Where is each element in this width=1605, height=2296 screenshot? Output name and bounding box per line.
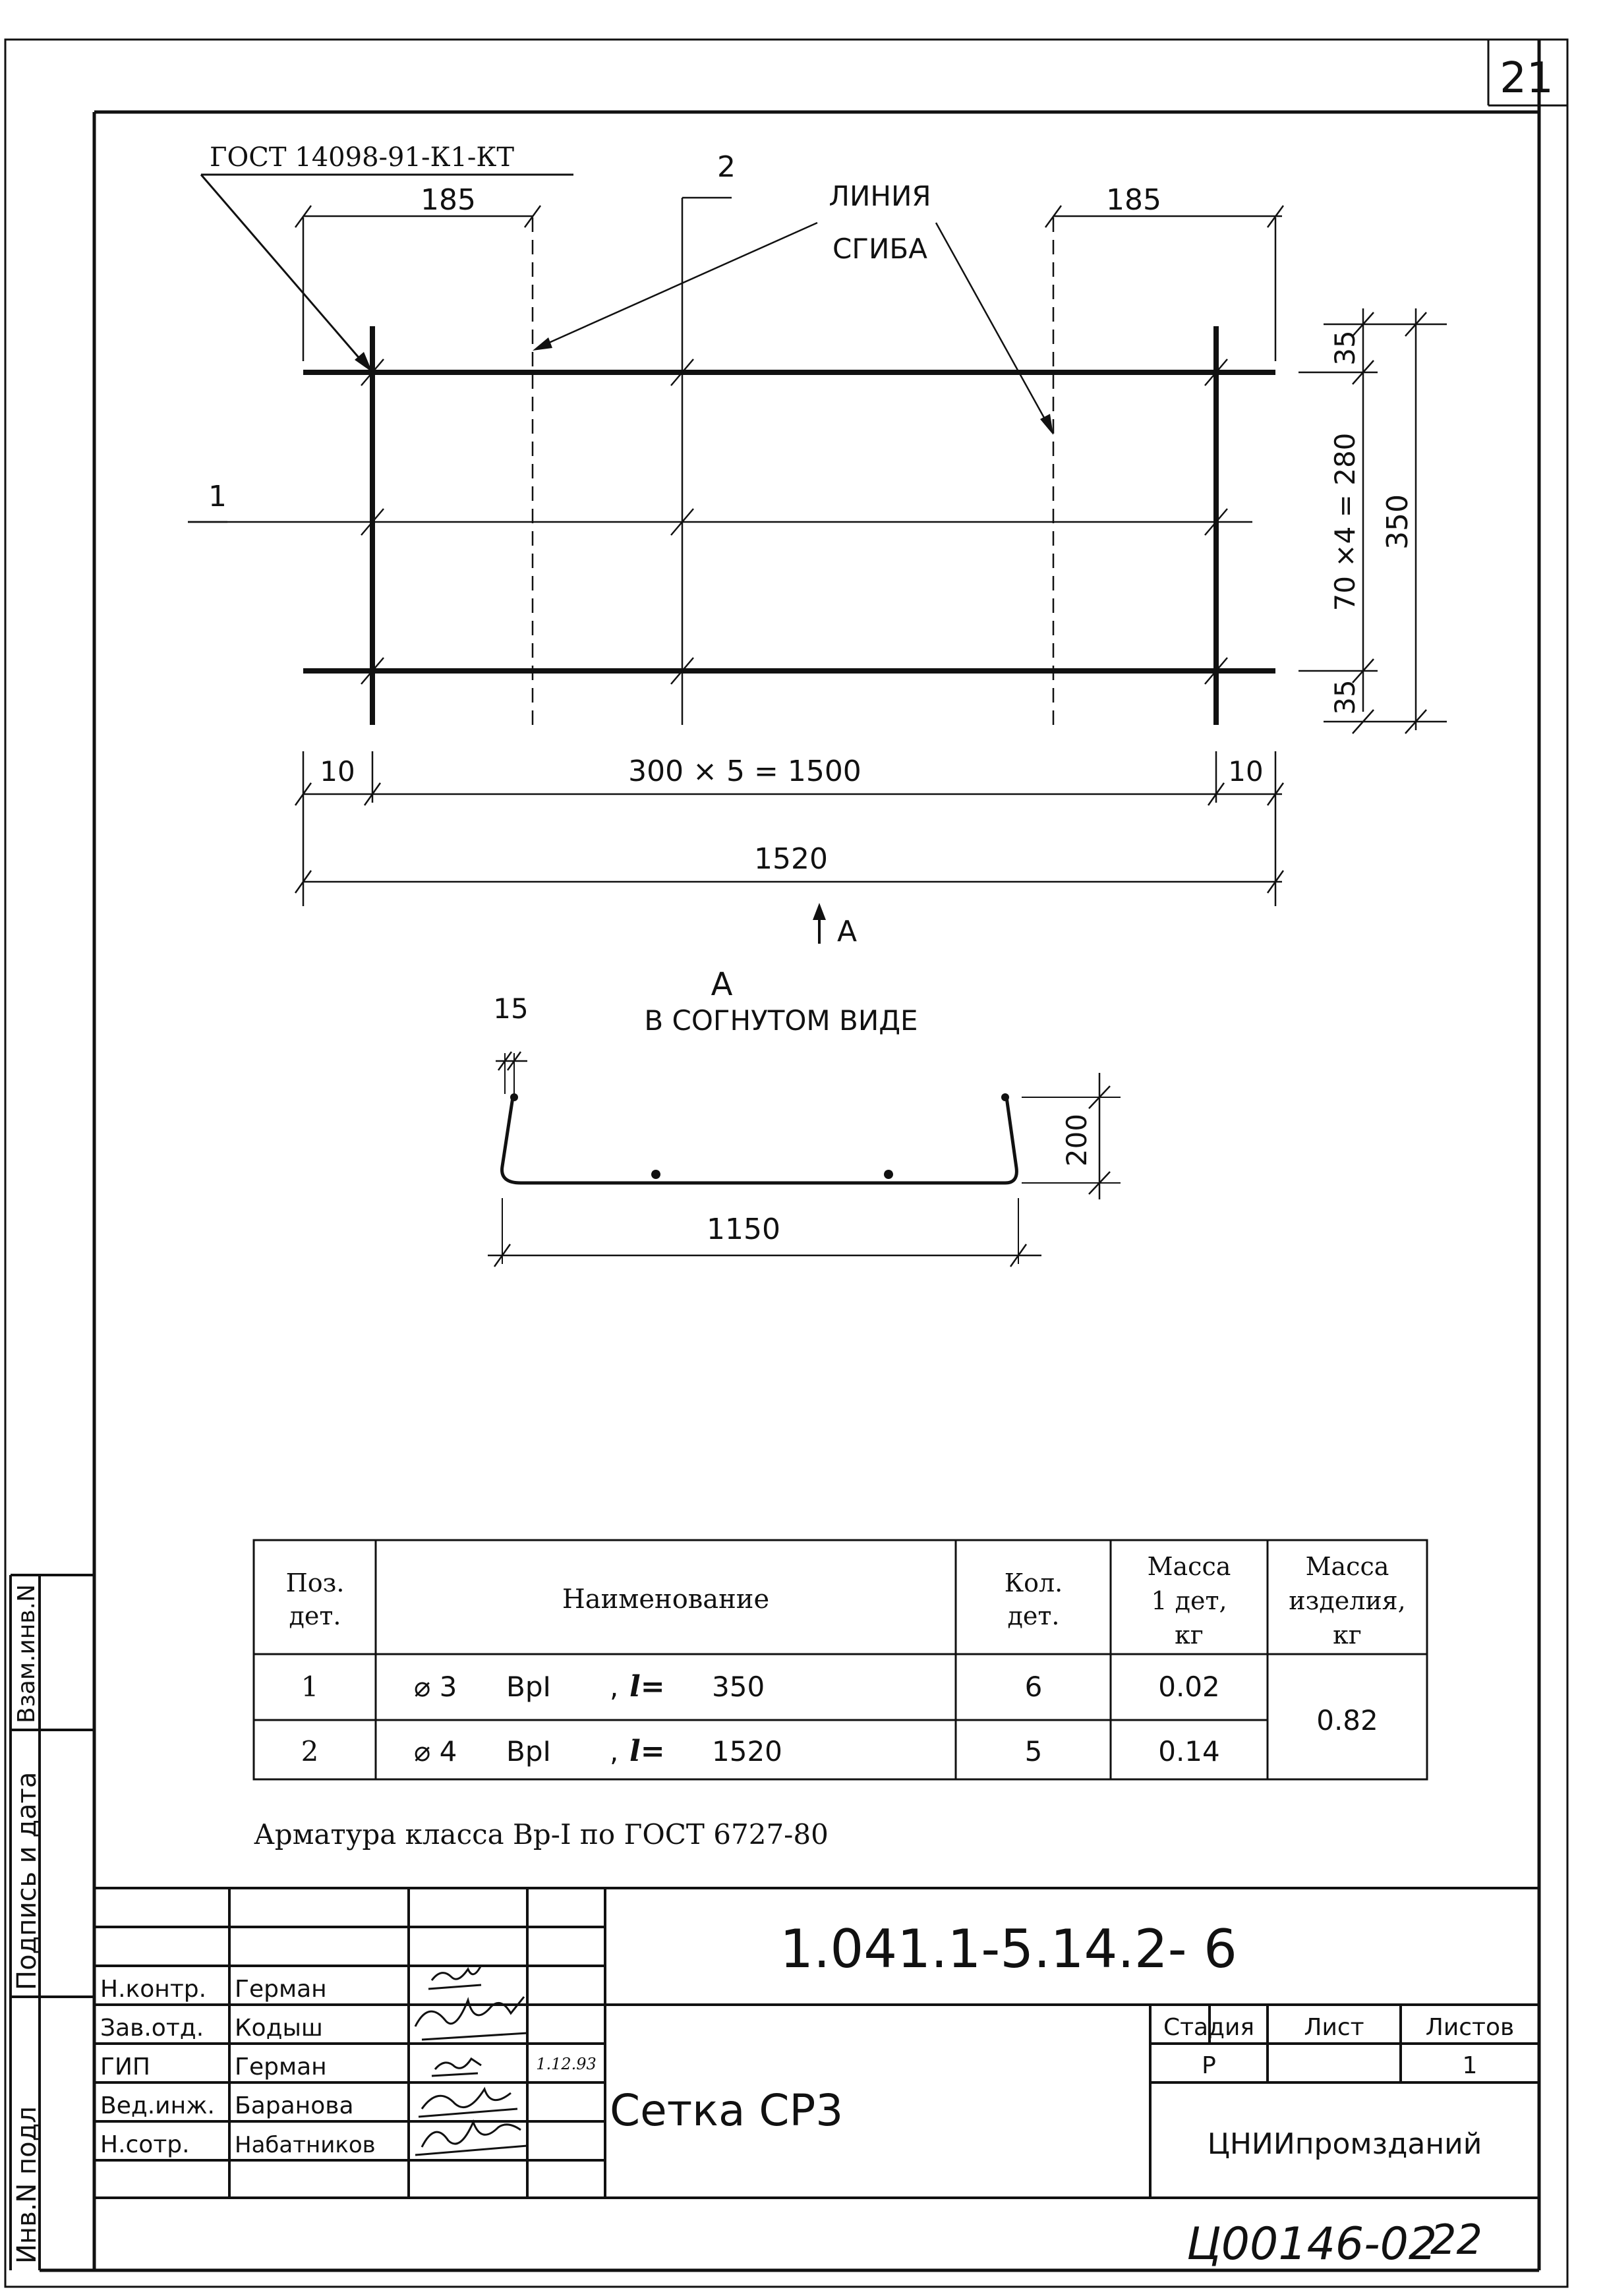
total-mass: 0.82 xyxy=(1316,1704,1378,1736)
signature-rows: Н.контр. Герман Зав.отд. Кодыш ГИП Герма… xyxy=(100,1976,597,2158)
bend-line-label-1: ЛИНИЯ xyxy=(829,180,931,212)
view-title: В СОГНУТОМ ВИДЕ xyxy=(644,1004,918,1037)
bend-line-label-2: СГИБА xyxy=(832,233,927,265)
table-row: 2 ⌀ 4 ВрI , l= 1520 5 0.14 xyxy=(301,1735,1220,1768)
handwritten-signatures xyxy=(414,1965,528,2156)
row1-dia: ⌀ 3 xyxy=(414,1671,457,1703)
row2-dia: ⌀ 4 xyxy=(414,1735,457,1767)
dim-185-left: 185 xyxy=(421,183,476,217)
row1-len: 350 xyxy=(712,1671,765,1703)
archive-number: Ц00146-02 xyxy=(1186,2218,1437,2270)
header-mass-one-line3: кг xyxy=(1175,1621,1204,1650)
archive-page: 22 xyxy=(1430,2216,1482,2264)
dim-15: 15 xyxy=(493,992,528,1025)
sheet-frame xyxy=(4,38,1569,2288)
side-stamp-podpis-data: Подпись и дата xyxy=(12,1772,42,1990)
dim-1150: 1150 xyxy=(707,1213,780,1246)
row1-len-label: l= xyxy=(629,1670,665,1704)
role-gip: ГИП xyxy=(100,2053,150,2081)
header-mass-total-line2: изделия, xyxy=(1289,1586,1405,1615)
side-stamp-vzam-inv: Взам.инв.N xyxy=(13,1584,40,1723)
header-mass-one-line1: Масса xyxy=(1148,1552,1231,1581)
mesh-plan-view xyxy=(188,173,1447,944)
product-name: Сетка СР3 xyxy=(610,2085,843,2136)
header-qty-line1: Кол. xyxy=(1005,1568,1063,1597)
dim-185-right: 185 xyxy=(1106,183,1161,217)
spec-table-header: Поз. дет. Наименование Кол. дет. Масса 1… xyxy=(286,1552,1406,1650)
side-stamp xyxy=(9,1574,94,2270)
rebar-note: Арматура класса Вр-I по ГОСТ 6727-80 xyxy=(254,1818,829,1851)
sheets-label: Листов xyxy=(1426,2014,1514,2041)
row2-class: ВрI xyxy=(506,1735,551,1767)
sheet-number: 21 xyxy=(1500,54,1553,103)
view-title-letter: А xyxy=(711,966,733,1003)
table-row: 1 ⌀ 3 ВрI , l= 350 6 0.02 xyxy=(301,1670,1220,1704)
row2-pos: 2 xyxy=(301,1735,319,1767)
name-n-sotr: Набатников xyxy=(235,2132,376,2158)
name-zav-otd: Кодыш xyxy=(235,2015,323,2042)
row1-class: ВрI xyxy=(506,1671,551,1703)
role-ved-inzh: Вед.инж. xyxy=(100,2092,215,2119)
sign-date: 1.12.93 xyxy=(536,2055,597,2073)
dim-70x4: 70 ×4 = 280 xyxy=(1329,433,1361,612)
position-1-label: 1 xyxy=(208,480,227,513)
stage-value: Р xyxy=(1202,2052,1216,2079)
sheets-value: 1 xyxy=(1463,2052,1478,2079)
row2-sep: , xyxy=(610,1735,618,1767)
dim-35-bottom: 35 xyxy=(1329,679,1361,714)
bent-view-a xyxy=(488,1051,1121,1267)
role-n-kontr: Н.контр. xyxy=(100,1976,206,2003)
position-2-label: 2 xyxy=(717,150,736,184)
role-n-sotr: Н.сотр. xyxy=(100,2131,190,2158)
role-zav-otd: Зав.отд. xyxy=(100,2015,204,2042)
row1-qty: 6 xyxy=(1025,1671,1043,1703)
name-ved-inzh: Баранова xyxy=(235,2092,354,2119)
header-mass-one-line2: 1 дет, xyxy=(1151,1586,1227,1615)
row2-mass: 0.14 xyxy=(1158,1735,1220,1767)
dim-1520: 1520 xyxy=(754,842,828,876)
sheet-label: Лист xyxy=(1304,2014,1364,2041)
header-pos-line1: Поз. xyxy=(286,1568,345,1597)
side-stamp-inv-podl: Инв.N подл xyxy=(12,2106,42,2264)
dim-300x5: 300 × 5 = 1500 xyxy=(628,755,861,788)
doc-code: 1.041.1-5.14.2- 6 xyxy=(780,1918,1237,1980)
dim-10-left: 10 xyxy=(320,755,355,788)
dim-35-top: 35 xyxy=(1329,330,1361,365)
title-block-grid xyxy=(94,1887,1539,2199)
header-pos-line2: дет. xyxy=(289,1601,341,1630)
gost-callout: ГОСТ 14098-91-К1-КТ xyxy=(210,142,514,173)
name-n-kontr: Герман xyxy=(235,1976,327,2003)
row2-len-label: l= xyxy=(629,1735,665,1768)
stage-label: Стадия xyxy=(1163,2014,1254,2041)
header-name: Наименование xyxy=(562,1584,769,1615)
name-gip: Герман xyxy=(235,2053,327,2081)
row1-sep: , xyxy=(610,1671,618,1703)
header-mass-total-line1: Масса xyxy=(1306,1552,1389,1581)
dim-200: 200 xyxy=(1061,1114,1093,1166)
row1-pos: 1 xyxy=(301,1671,319,1703)
row2-qty: 5 xyxy=(1025,1735,1043,1767)
header-qty-line2: дет. xyxy=(1008,1601,1060,1630)
dim-350: 350 xyxy=(1381,494,1415,550)
spec-table-grid xyxy=(252,1539,1428,1781)
row2-len: 1520 xyxy=(712,1735,782,1767)
organization: ЦНИИпромзданий xyxy=(1208,2127,1482,2161)
dim-10-right: 10 xyxy=(1228,755,1263,788)
row1-mass: 0.02 xyxy=(1158,1671,1220,1703)
view-arrow-label: А xyxy=(837,915,857,948)
header-mass-total-line3: кг xyxy=(1333,1621,1362,1650)
